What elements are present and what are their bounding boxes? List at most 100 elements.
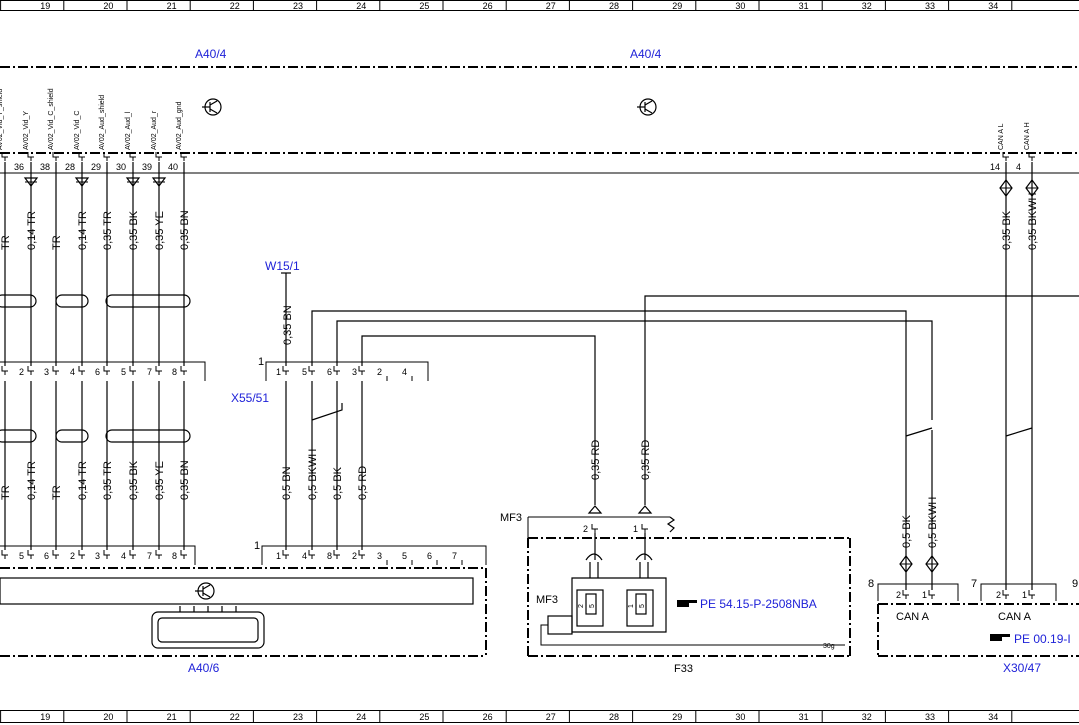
can-a-label-2: CAN A [998,611,1032,623]
ruler-label: 32 [862,712,872,722]
ruler-label: 33 [925,1,935,11]
ruler-label: 27 [546,1,556,11]
wire-route-3 [361,335,596,440]
signal-name: AV02_Aud_l [125,111,132,150]
x55-51-lower-wire-label: 0,5 BKWH [307,449,319,500]
connector-pin: 6 [95,367,100,377]
twist-mark [311,403,343,421]
signal-pin: 40 [168,162,178,172]
pin-mark [180,152,187,158]
top-ruler: 1819202122232425262728293031323334 [0,0,1079,11]
wire-route-1 [311,310,907,430]
signal-wire-label: 0,14 TR [77,461,89,500]
transistor-icon [195,582,215,600]
x55-51-pin: 3 [352,367,357,377]
pin-mark [1002,152,1009,158]
can-signal-name: CAN A L [998,123,1005,150]
pin-mark [928,590,935,596]
fuse-slot-pin: 2 [578,604,585,608]
x30-47-conn-7: 7 [971,578,977,590]
connector-pin: 2 [352,551,357,561]
pin-mark [52,366,59,372]
pin-mark [103,366,110,372]
transistor-icon [637,98,657,116]
signal-wire-label: TR [0,235,12,250]
pin-mark [27,152,34,158]
pin-mark [180,366,187,372]
a40-6-label: A40/6 [188,661,220,675]
twisted-pair-oval [0,429,37,443]
connector-pin: 7 [452,551,457,561]
x30-47-module: 8 7 9 CAN A CAN A [868,578,1079,657]
connector-pin: 7 [147,367,152,377]
fuse-feed-triangle-icon [587,505,603,514]
ruler-label: 21 [167,712,177,722]
pin-mark [78,366,85,372]
pin-mark [308,366,315,372]
ruler-label: 20 [103,1,113,11]
ref-pe00-link[interactable]: PE 00.19-I [1014,632,1071,646]
can-wire-label: 0,35 BKWH [1027,192,1039,250]
connector-pin: 8 [172,367,177,377]
ruler-label: 30 [735,1,745,11]
connector-pin: 3 [377,551,382,561]
a40-6-pin: 2 [70,551,75,561]
w15-1-label: W15/1 [265,259,300,273]
signal-wire-label: 0,14 TR [26,211,38,250]
x55-51-lower-wire-label: 0,5 BN [281,466,293,500]
ruler-label: 34 [988,1,998,11]
can-conn-pin: 2 [996,590,1001,600]
signal-wire-label: TR [51,485,63,500]
ruler-label: 25 [419,1,429,11]
x30-47-conn-8: 8 [868,578,874,590]
pin-mark [155,366,162,372]
twisted-pair-oval [105,294,191,308]
ruler-label: 19 [40,712,50,722]
connector-pin: 2 [19,367,24,377]
ruler-label: 28 [609,712,619,722]
x55-51-pin: 4 [402,367,407,377]
signal-name: AV02_Aud_r [151,110,158,150]
ruler-label: 23 [293,712,303,722]
can-wire-label: 0,5 BK [901,514,913,548]
ref-pe54-link[interactable]: PE 54.15-P-2508NBA [700,597,817,611]
pin-mark [282,550,289,556]
x30-47-conn-9: 9 [1072,578,1078,590]
x55-51-lower-wire-label: 0,5 RD [357,466,369,500]
x55-51-pin: 6 [327,367,332,377]
signal-pin: 28 [65,162,75,172]
signal-pin: 30 [116,162,126,172]
ruler-label: 29 [672,1,682,11]
pin-mark [358,550,365,556]
fuse-slot: 5 [589,604,596,608]
signal-wire-label: 0,35 TR [102,211,114,250]
a40-6-pin: 8 [172,551,177,561]
can-wire-label: 0,5 BKWH [927,497,939,548]
can-conn-pin: 1 [922,590,927,600]
signal-columns: AV02_Vid_Y_shield36TRTRAV02_Vid_Y380,14 … [0,88,191,550]
signal-name: AV02_Vid_Y_shield [0,89,4,150]
ruler-label: 22 [230,712,240,722]
signal-wire-label: 0,14 TR [77,211,89,250]
reference-hand-icon [990,634,1010,641]
ruler-label: 28 [609,1,619,11]
connector-pin: 4 [70,367,75,377]
x55-51-lower-wire-label: 0,5 BK [332,466,344,500]
x55-51-pin: 5 [302,367,307,377]
ruler-label: 32 [862,1,872,11]
pin-mark [78,152,85,158]
ruler-label: 23 [293,1,303,11]
signal-wire-label: 0,35 BN [179,460,191,500]
can-pin: 4 [1016,162,1021,172]
pin-mark [155,550,162,556]
signal-pin: 38 [40,162,50,172]
can-bus-diamond-icon [925,555,939,573]
ruler-label: 29 [672,712,682,722]
a40-6-pin: 4 [121,551,126,561]
twist-mark [1005,427,1033,437]
ruler-label: 31 [799,712,809,722]
pin-mark [78,550,85,556]
signal-pin: 36 [14,162,24,172]
fuse-feed-pin: 2 [583,524,588,534]
